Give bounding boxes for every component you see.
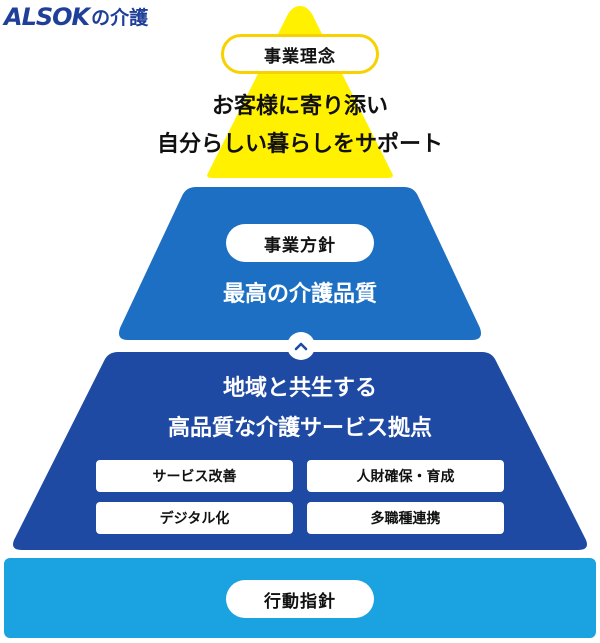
item-talent-development: 人財確保・育成 bbox=[307, 460, 504, 492]
policy-text: 最高の介護品質 bbox=[222, 282, 377, 307]
item-service-improvement: サービス改善 bbox=[96, 460, 293, 492]
item-multidisciplinary-collaboration: 多職種連携 bbox=[307, 502, 504, 534]
base-line2: 高品質な介護サービス拠点 bbox=[167, 416, 432, 441]
base-line1: 地域と共生する bbox=[222, 376, 377, 401]
logo-main-text: ALSOK bbox=[4, 3, 90, 31]
alsok-logo: ALSOK の介護 bbox=[4, 2, 148, 32]
philosophy-label-text: 事業理念 bbox=[264, 46, 336, 67]
philosophy-line2: 自分らしい暮らしをサポート bbox=[156, 132, 443, 157]
guideline-label-text: 行動指針 bbox=[264, 591, 336, 612]
item-digitalization: デジタル化 bbox=[96, 502, 293, 534]
logo-sub-text: の介護 bbox=[91, 7, 149, 29]
policy-label-text: 事業方針 bbox=[264, 235, 336, 256]
philosophy-label: 事業理念 bbox=[221, 34, 379, 74]
chevron-up-icon bbox=[287, 332, 315, 360]
policy-tier bbox=[119, 187, 481, 340]
guideline-label: 行動指針 bbox=[226, 580, 374, 618]
philosophy-tier bbox=[207, 6, 393, 178]
philosophy-line1: お客様に寄り添い bbox=[211, 94, 388, 119]
base-tier bbox=[13, 352, 587, 550]
policy-label: 事業方針 bbox=[226, 224, 374, 262]
